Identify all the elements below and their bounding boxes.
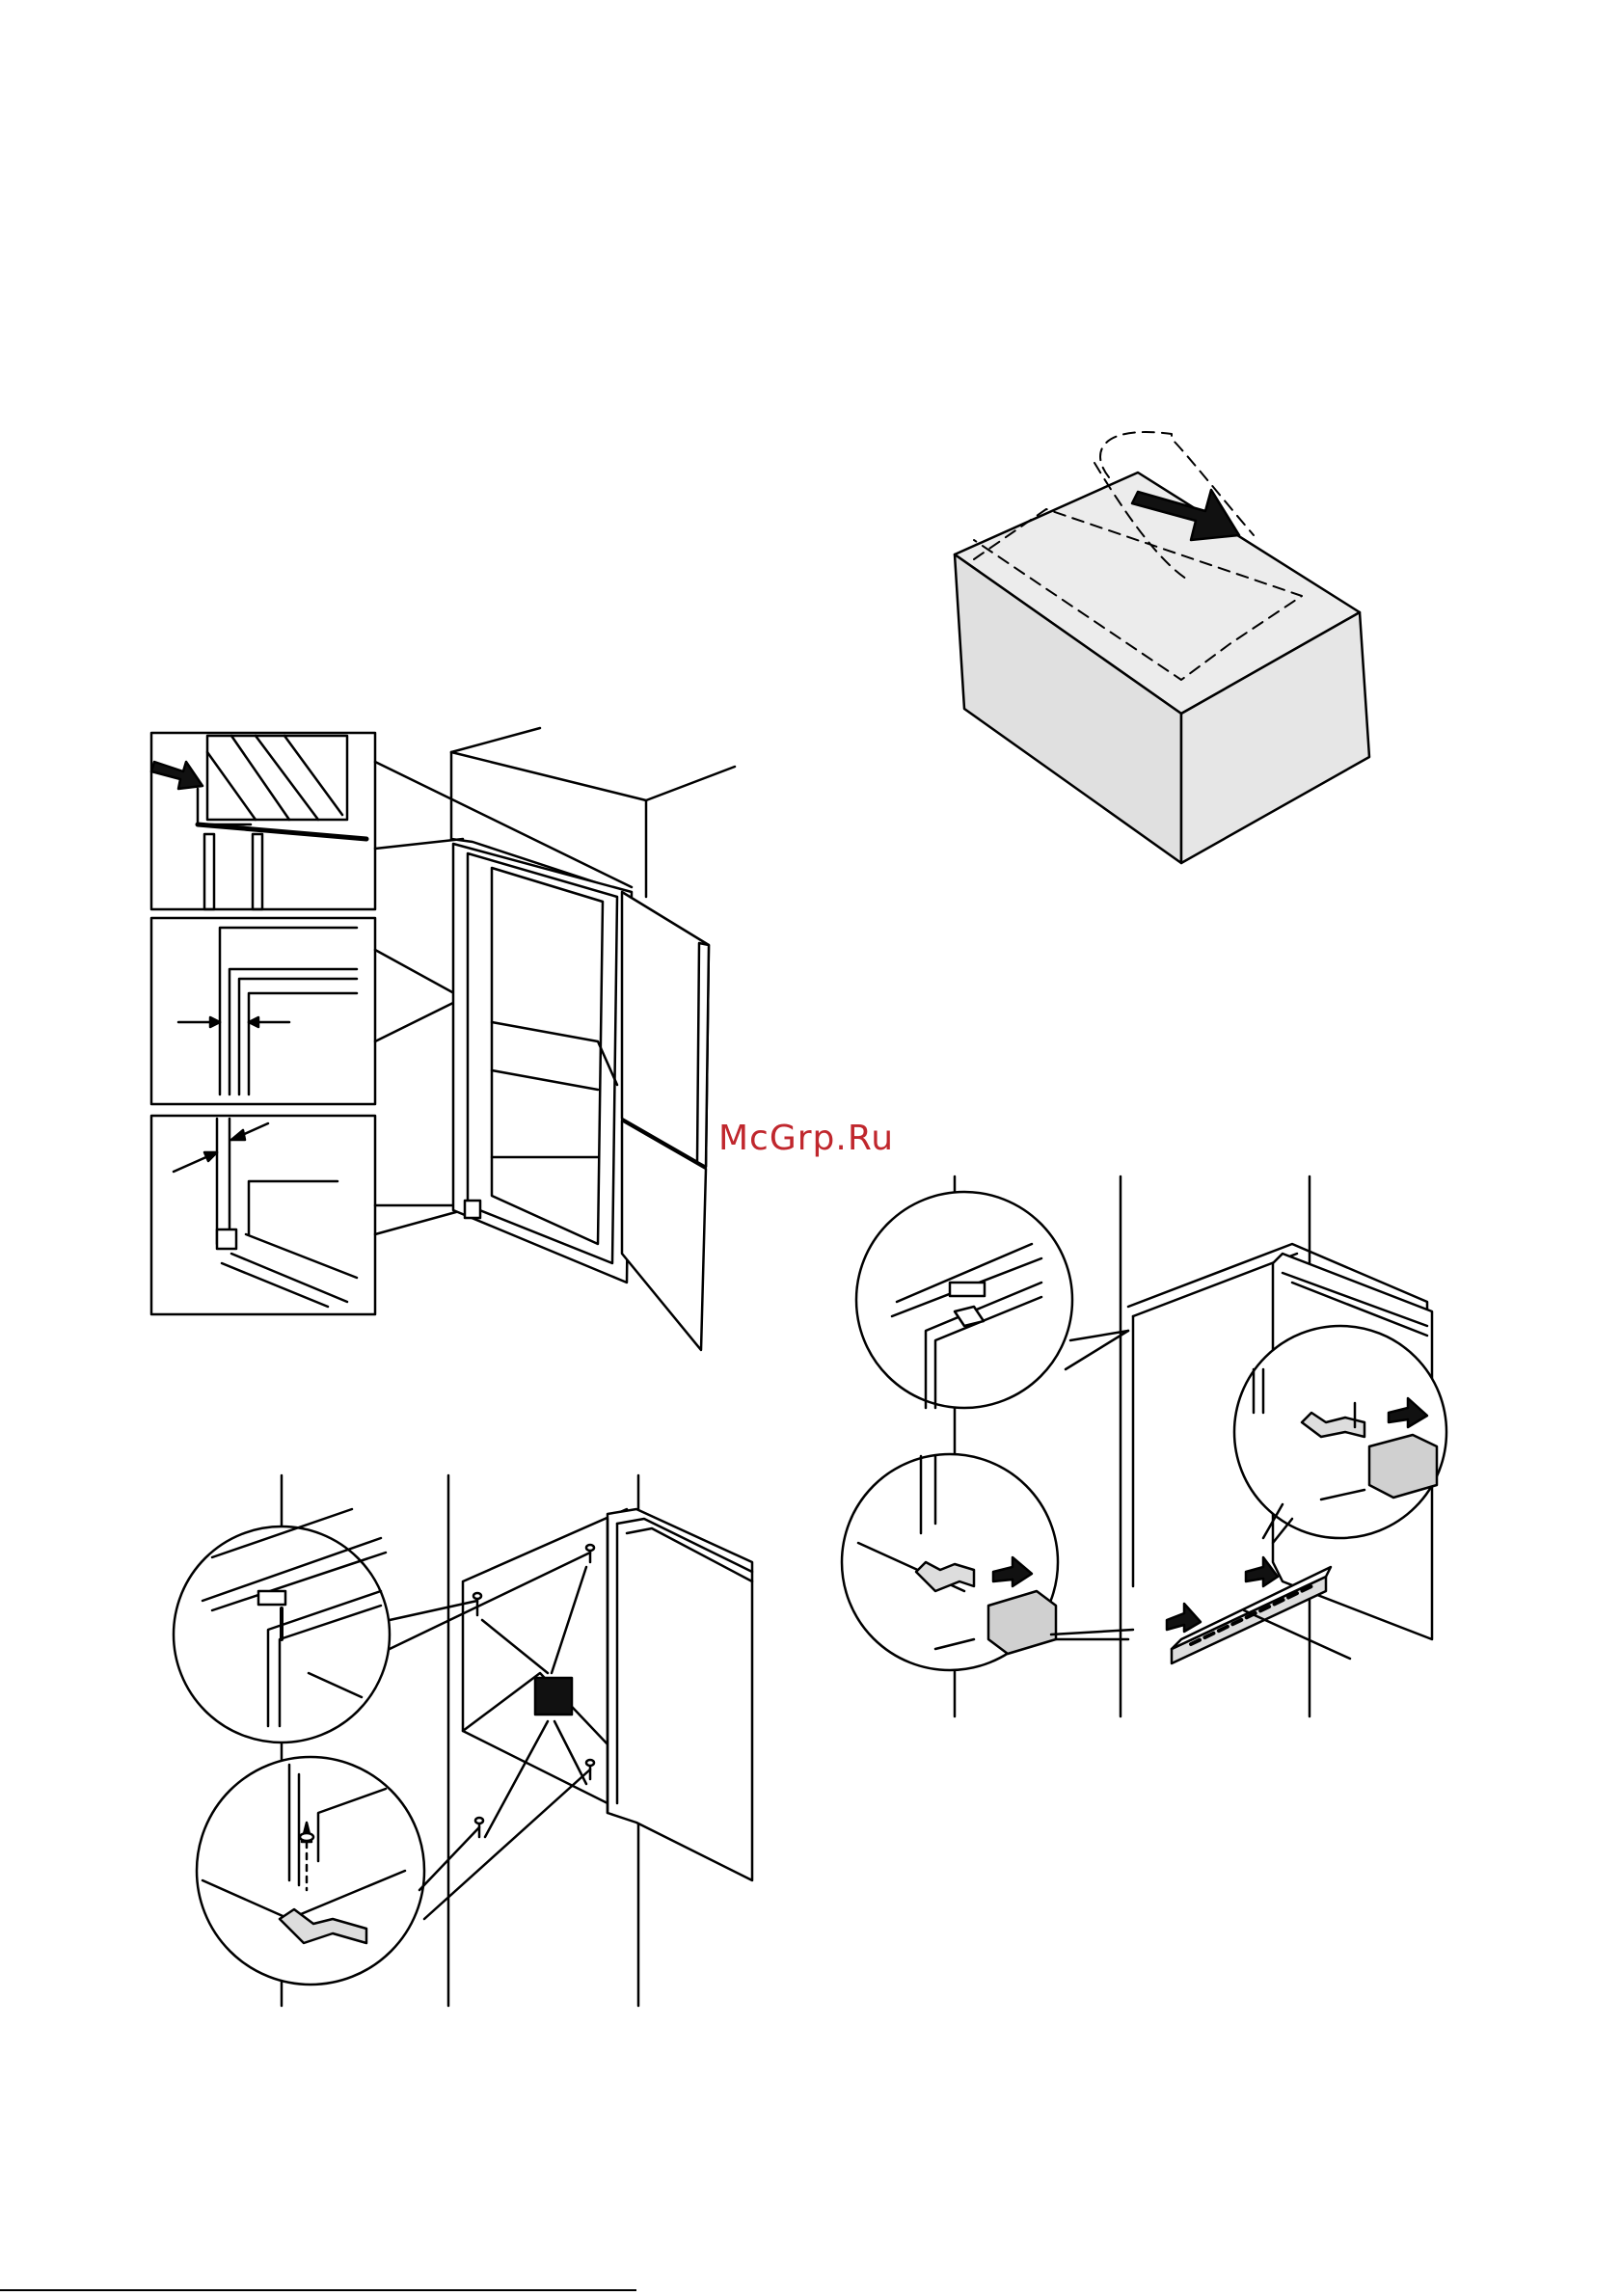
detail-circle-upper-left [856,1192,1072,1408]
detail-circle-bottom [197,1757,424,1985]
cabinet-alignment-figure [151,728,735,1350]
detail-inset-bottom [151,1116,375,1314]
watermark-text: McGrp.Ru [718,1119,894,1158]
clip-block-right [1369,1435,1437,1498]
cabinet-outline [451,728,540,752]
hinge-screw-figure [174,1475,752,2006]
carton-removal-figure [955,432,1369,863]
cabinet-door-upper [622,892,709,1167]
door-panel [608,1509,752,1880]
detail-inset-middle [151,918,375,1104]
screw-icon [473,1593,481,1615]
grille-install-figure [842,1176,1446,1716]
grille-arrow-icon [1167,1604,1201,1632]
callout-square-icon [535,1678,572,1715]
footer-rule [0,2289,636,2291]
